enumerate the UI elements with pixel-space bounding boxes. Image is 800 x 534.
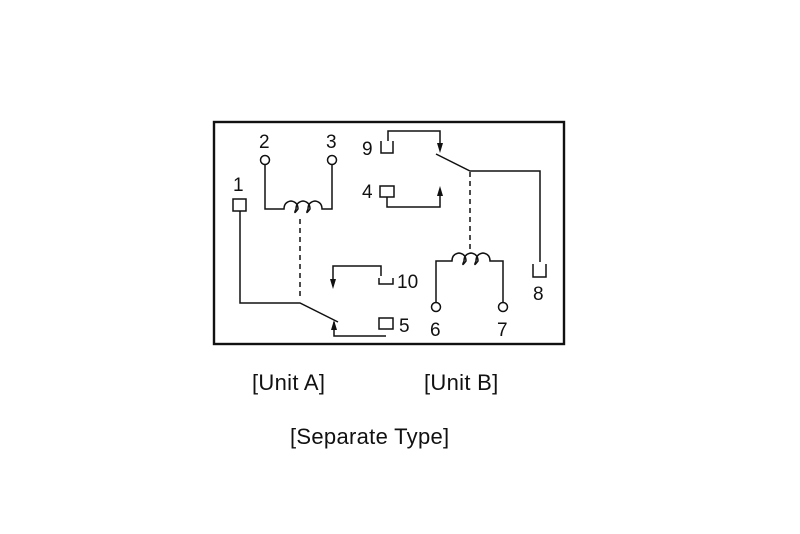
arrow-5 [331, 320, 337, 330]
caption-separate-type: [Separate Type] [290, 424, 450, 449]
terminal-1 [232, 198, 247, 212]
common-arm-a [239, 211, 339, 323]
contact-9 [387, 130, 441, 145]
pin-label-1: 1 [233, 175, 244, 196]
arrow-9 [437, 143, 443, 153]
pin-label-2: 2 [259, 132, 270, 153]
pin-label-10: 10 [397, 272, 418, 293]
terminal-6 [430, 301, 442, 313]
terminal-10 [378, 278, 394, 285]
coil-b [435, 252, 504, 302]
terminal-9 [380, 141, 394, 154]
arrow-4 [437, 186, 443, 196]
terminal-5 [378, 317, 394, 330]
pin-label-3: 3 [326, 132, 337, 153]
terminal-8 [532, 264, 547, 278]
arrow-10 [330, 279, 336, 289]
pin-label-7: 7 [497, 320, 508, 341]
terminal-7 [497, 301, 509, 313]
contact-4 [386, 190, 441, 208]
schematic-frame [212, 120, 566, 346]
terminal-3 [326, 154, 338, 166]
unit-b-circuit [379, 130, 547, 313]
coil-a [264, 165, 333, 214]
unit-a-circuit [232, 154, 394, 337]
terminal-4 [379, 185, 395, 198]
pin-label-5: 5 [399, 316, 410, 337]
caption-unit-a: [Unit A] [252, 370, 326, 395]
common-arm-b [435, 153, 541, 262]
pin-label-9: 9 [362, 139, 373, 160]
caption-unit-b: [Unit B] [424, 370, 499, 395]
pin-label-6: 6 [430, 320, 441, 341]
contact-10 [332, 265, 382, 286]
pin-label-8: 8 [533, 284, 544, 305]
terminal-2 [259, 154, 271, 166]
contact-5 [333, 322, 386, 337]
pin-label-4: 4 [362, 182, 373, 203]
